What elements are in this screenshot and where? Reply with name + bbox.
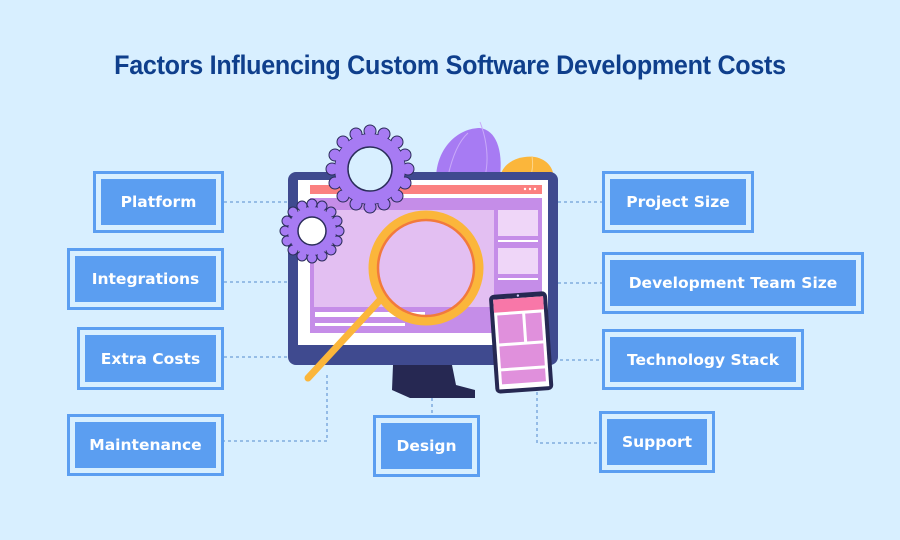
factor-development-team-size: Development Team Size bbox=[602, 252, 864, 314]
factor-extra-costs: Extra Costs bbox=[77, 327, 224, 390]
factor-maintenance-label: Maintenance bbox=[75, 422, 216, 468]
factor-design-label: Design bbox=[381, 423, 472, 469]
page-title: Factors Influencing Custom Software Deve… bbox=[114, 50, 786, 80]
gear-icon bbox=[279, 124, 415, 264]
magnifier-icon bbox=[304, 210, 484, 382]
smartphone-icon bbox=[489, 291, 554, 394]
connector-lines bbox=[224, 201, 602, 444]
leaf-icon bbox=[436, 121, 554, 180]
factor-project-size-label: Project Size bbox=[610, 179, 746, 225]
factor-integrations-label: Integrations bbox=[75, 256, 216, 302]
factor-platform: Platform bbox=[93, 171, 224, 233]
factor-support-label: Support bbox=[607, 419, 707, 465]
factor-extra-costs-label: Extra Costs bbox=[85, 335, 216, 382]
factor-maintenance: Maintenance bbox=[67, 414, 224, 476]
factor-design: Design bbox=[373, 415, 480, 477]
factor-project-size: Project Size bbox=[602, 171, 754, 233]
factor-technology-stack-label: Technology Stack bbox=[610, 337, 796, 382]
factor-technology-stack: Technology Stack bbox=[602, 329, 804, 390]
factor-support: Support bbox=[599, 411, 715, 473]
factor-development-team-size-label: Development Team Size bbox=[610, 260, 856, 306]
factor-integrations: Integrations bbox=[67, 248, 224, 310]
factor-platform-label: Platform bbox=[101, 179, 216, 225]
